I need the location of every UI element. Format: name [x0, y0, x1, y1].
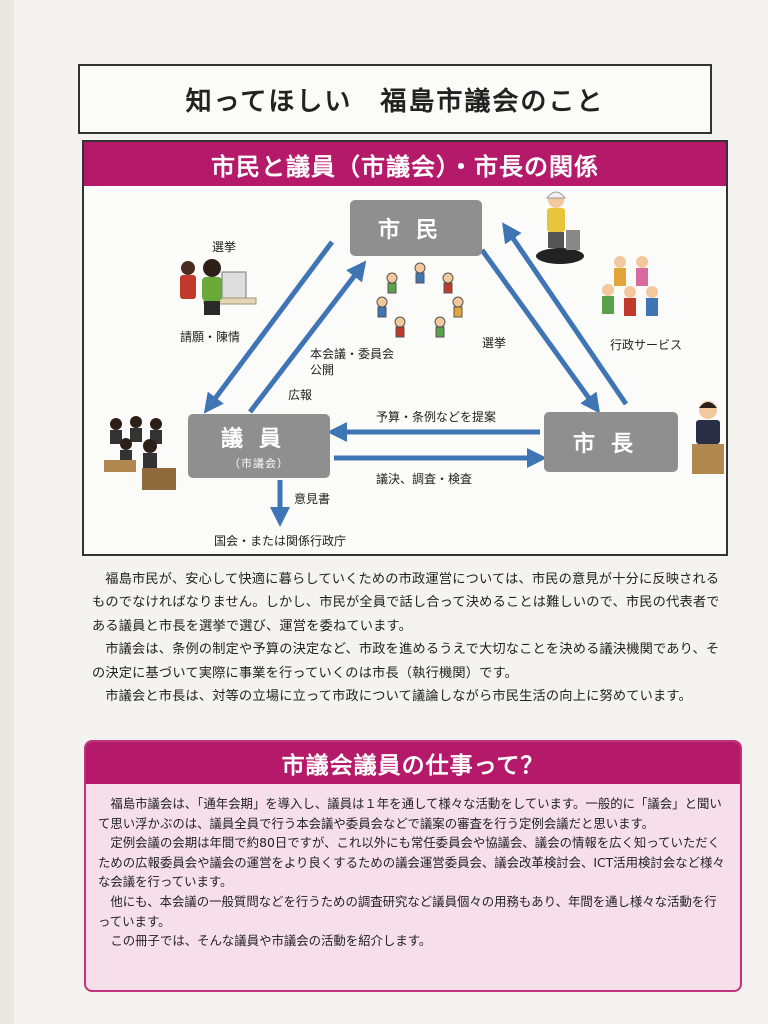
- label-election-left: 選挙: [212, 240, 237, 254]
- label-resolution: 議決、調査・検査: [376, 472, 473, 486]
- worker-illustration: [536, 191, 584, 264]
- label-proposal: 予算・条例などを提案: [376, 410, 497, 424]
- crowd-circle-illustration: [376, 262, 464, 338]
- intro-paragraph: 市議会は、条例の制定や予算の決定など、市政を進めるうえで大切なことを決める議決機…: [92, 642, 720, 681]
- node-citizen-label: 市民: [377, 218, 454, 243]
- job-paragraph: 福島市議会は、「通年会期」を導入し、議員は１年を通して様々な活動をしています。一…: [98, 796, 722, 831]
- label-petition: 請願・陳情: [180, 330, 241, 344]
- job-paragraph: この冊子では、そんな議員や市議会の活動を紹介します。: [110, 933, 432, 949]
- node-council: 議員 （市議会）: [188, 414, 330, 478]
- page-title: 知ってほしい 福島市議会のこと: [78, 64, 712, 134]
- arrow-mayor-to-citizen: [502, 222, 629, 406]
- label-national: 国会・または関係行政庁: [214, 534, 347, 548]
- job-section-body: 福島市議会は、「通年会期」を導入し、議員は１年を通して様々な活動をしています。一…: [98, 794, 728, 951]
- diagram-header: 市民と議員（市議会）・市長の関係: [84, 142, 726, 186]
- node-council-sublabel: （市議会）: [229, 457, 289, 470]
- arrow-citizen-to-mayor: [479, 248, 601, 414]
- page: 知ってほしい 福島市議会のこと 市民と議員（市議会）・市長の関係 市民 議員 （…: [14, 0, 768, 1024]
- job-section-header: 市議会議員の仕事って？: [86, 742, 740, 784]
- arrow-council-to-citizen: [248, 260, 367, 414]
- node-citizen: 市民: [350, 200, 482, 256]
- label-public: 本会議・委員会 公開: [310, 347, 395, 377]
- label-publicity: 広報: [288, 388, 313, 402]
- arrow-layer: [203, 222, 629, 528]
- intro-paragraph: 福島市民が、安心して快適に暮らしていくための市政運営については、市民の意見が十分…: [92, 572, 720, 634]
- node-mayor: 市長: [544, 412, 678, 472]
- relationship-diagram: 市民と議員（市議会）・市長の関係 市民 議員 （市議会） 市長 選挙: [82, 140, 728, 556]
- label-services: 行政サービス: [610, 338, 683, 352]
- children-illustration: [602, 256, 658, 316]
- mayor-podium-illustration: [692, 401, 724, 474]
- intro-text: 福島市民が、安心して快適に暮らしていくための市政運営については、市民の意見が十分…: [92, 568, 732, 708]
- node-council-label: 議員: [220, 427, 297, 452]
- label-election-right: 選挙: [482, 336, 507, 350]
- node-mayor-label: 市長: [572, 432, 649, 457]
- job-section: 市議会議員の仕事って？ 福島市議会は、「通年会期」を導入し、議員は１年を通して様…: [84, 740, 742, 992]
- job-paragraph: 定例会議の会期は年間で約80日ですが、これ以外にも常任委員会や協議会、議会の情報…: [98, 835, 725, 890]
- job-paragraph: 他にも、本会議の一般質問などを行うための調査研究など議員個々の用務もあり、年間を…: [98, 893, 717, 929]
- label-opinion: 意見書: [294, 492, 331, 506]
- voting-people-illustration: [180, 259, 257, 315]
- council-members-illustration: [104, 416, 176, 490]
- arrow-citizen-to-council: [203, 240, 335, 414]
- intro-paragraph: 市議会と市長は、対等の立場に立って市政について議論しながら市民生活の向上に努めて…: [105, 689, 692, 705]
